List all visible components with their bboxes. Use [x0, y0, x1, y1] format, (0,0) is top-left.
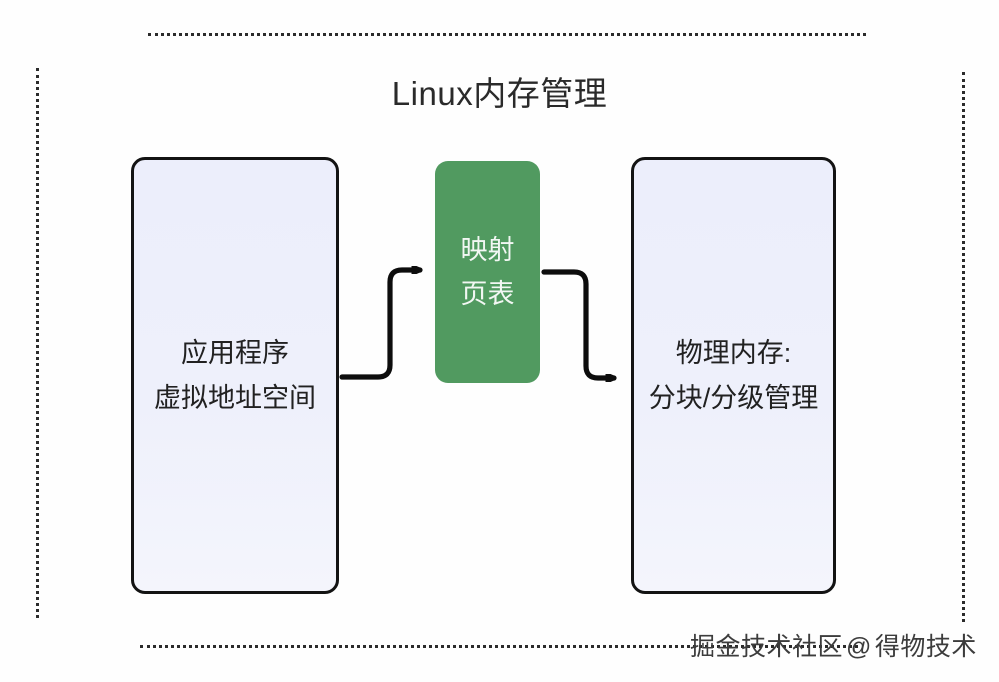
- watermark-source: 掘金技术社区: [690, 633, 844, 661]
- node-virtual-address-space: 应用程序 虚拟地址空间: [131, 157, 339, 594]
- node-physical-memory-label: 物理内存: 分块/分级管理: [648, 337, 819, 413]
- watermark: 掘金技术社区@得物技术: [690, 630, 977, 664]
- frame-dashed-bottom: [140, 645, 858, 648]
- frame-dashed-left: [36, 68, 39, 618]
- node-page-table: 映射 页表: [435, 161, 540, 383]
- diagram-title: Linux内存管理: [391, 75, 608, 112]
- watermark-at-symbol: @: [846, 633, 872, 661]
- frame-dashed-right: [962, 72, 965, 622]
- node-physical-memory: 物理内存: 分块/分级管理: [631, 157, 836, 594]
- node-page-table-label: 映射 页表: [460, 235, 515, 309]
- edge-virtual-to-pagetable: [339, 270, 423, 380]
- frame-dashed-top: [148, 33, 866, 36]
- node-virtual-address-space-label: 应用程序 虚拟地址空间: [154, 337, 316, 413]
- edge-pagetable-to-physical: [541, 269, 617, 378]
- watermark-author: 得物技术: [874, 633, 977, 661]
